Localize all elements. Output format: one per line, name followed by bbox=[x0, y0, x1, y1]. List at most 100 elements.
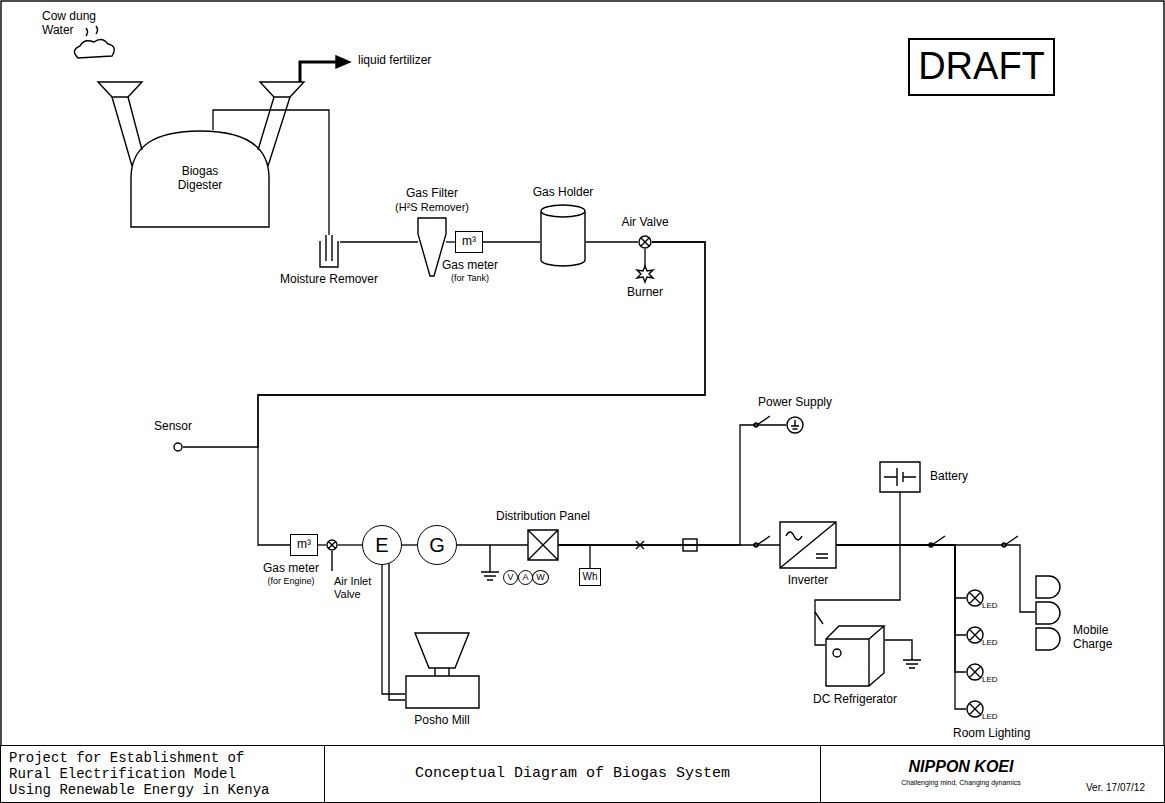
component-label: Gas Filter bbox=[406, 187, 458, 201]
refrigerator-symbol-outline bbox=[825, 625, 885, 687]
valve-symbol: Air Valve bbox=[638, 235, 652, 249]
moisture-trap-path bbox=[320, 235, 338, 267]
valve-symbol: Air Inlet Valve bbox=[326, 539, 338, 551]
gas-holder: Gas Holder bbox=[540, 204, 586, 268]
component-label: Gas Holder bbox=[533, 186, 594, 200]
component-label: Battery bbox=[930, 470, 968, 484]
led-lamp-path bbox=[967, 590, 983, 606]
ground-symbol bbox=[481, 545, 499, 580]
shape-text: V bbox=[507, 572, 513, 582]
valve-stem bbox=[331, 551, 332, 571]
battery-symbol: Battery bbox=[880, 462, 920, 492]
gas-holder-outline bbox=[540, 204, 586, 268]
pipe-or-wire bbox=[815, 545, 900, 645]
component-label: LED bbox=[982, 601, 998, 610]
inverter-symbol: Inverter bbox=[780, 522, 836, 568]
battery-symbol-path bbox=[880, 462, 920, 492]
battery-symbol-outline bbox=[880, 462, 920, 492]
led-lamp: LED bbox=[966, 663, 984, 681]
pipe-or-wire bbox=[836, 545, 966, 598]
shape-text: Wh bbox=[583, 571, 598, 583]
valve-symbol-path bbox=[327, 540, 337, 550]
component-label: Air Inlet Valve bbox=[334, 575, 376, 600]
pipe-or-wire bbox=[558, 545, 590, 568]
hopper bbox=[98, 82, 304, 97]
pipe-or-wire bbox=[836, 545, 1035, 612]
pipe-or-wire bbox=[340, 241, 418, 242]
component-label: Burner bbox=[627, 286, 663, 300]
gas-filter-path bbox=[418, 218, 446, 276]
component-label: Mobile Charge bbox=[1073, 624, 1123, 652]
led-lamp-path bbox=[967, 701, 983, 717]
component-label: Air Valve bbox=[621, 216, 668, 230]
component-label: Moisture Remover bbox=[280, 273, 378, 287]
led-lamp: LED bbox=[966, 626, 984, 644]
led-lamp-outline bbox=[966, 626, 984, 644]
component-label: Sensor bbox=[154, 420, 192, 434]
valve-symbol-outline bbox=[326, 539, 338, 551]
moisture-trap-outline bbox=[318, 235, 340, 268]
pipe-or-wire bbox=[836, 492, 900, 545]
component-label: NIPPON KOEI bbox=[909, 758, 1014, 776]
mill-symbol-path bbox=[406, 633, 479, 708]
burner-symbol-path bbox=[637, 266, 653, 282]
component-label: LED bbox=[982, 638, 998, 647]
component-label: Posho Mill bbox=[414, 714, 469, 728]
shape-text: A bbox=[522, 572, 528, 582]
led-lamp-outline bbox=[966, 589, 984, 607]
valve-symbol-path bbox=[639, 236, 651, 248]
pipe-or-wire bbox=[483, 241, 540, 242]
pipe-or-wire bbox=[836, 545, 966, 709]
shape-text: Biogas Digester bbox=[168, 165, 232, 193]
component-label: Ver. 17/07/12 bbox=[1086, 782, 1145, 794]
panel-symbol: Distribution Panel bbox=[528, 530, 558, 560]
fertilizer-arrowhead bbox=[336, 56, 350, 68]
component-label: Inverter bbox=[788, 574, 829, 588]
component-label: Gas meter bbox=[263, 562, 319, 576]
outlet-symbol: Mobile Charge bbox=[1035, 574, 1063, 652]
component-label: Project for Establishment of Rural Elect… bbox=[9, 750, 279, 798]
led-lamp: LED bbox=[966, 700, 984, 718]
shape-text: Conceptual Diagram of Biogas System bbox=[415, 765, 730, 782]
panel-symbol-path bbox=[528, 530, 558, 560]
component-label: (for Engine) bbox=[267, 576, 314, 586]
gas-holder-path bbox=[541, 205, 585, 266]
belt-line bbox=[389, 563, 405, 700]
pipe-or-wire bbox=[338, 544, 362, 545]
pipe-or-wire bbox=[586, 241, 638, 242]
shape-text: m³ bbox=[462, 235, 476, 249]
power-supply-symbol-outline bbox=[786, 416, 804, 434]
component-label: (H²S Remover) bbox=[395, 201, 469, 214]
digester-dome-path bbox=[131, 131, 269, 227]
title-cell: Conceptual Diagram of Biogas System bbox=[324, 745, 821, 803]
pipe-or-wire bbox=[183, 242, 705, 447]
pipe-or-wire bbox=[446, 241, 455, 242]
dung-heap bbox=[74, 39, 114, 58]
refrigerator-symbol: DC Refrigerator bbox=[825, 625, 885, 687]
gas-meter: m³Gas meter(for Engine) bbox=[290, 534, 318, 556]
burner-symbol-outline bbox=[637, 266, 653, 282]
pipe-or-wire bbox=[644, 249, 645, 266]
sensor-symbol: Sensor bbox=[173, 442, 183, 452]
free-label: liquid fertilizer bbox=[358, 54, 431, 68]
mill-symbol-outline bbox=[405, 632, 480, 710]
pipe-or-wire bbox=[258, 242, 705, 545]
free-label: Cow dung bbox=[42, 10, 96, 24]
led-lamp: LED bbox=[966, 589, 984, 607]
component-label: DC Refrigerator bbox=[813, 693, 897, 707]
burner-symbol: Burner bbox=[637, 266, 653, 282]
inverter-symbol-outline bbox=[780, 522, 836, 568]
outlet-symbol-path bbox=[1036, 576, 1060, 650]
meter-circle: W bbox=[532, 570, 549, 585]
pipe-or-wire bbox=[402, 544, 417, 545]
pipe-or-wire bbox=[318, 544, 326, 545]
generator-circle: G bbox=[417, 525, 457, 565]
valve-symbol-outline bbox=[638, 235, 652, 249]
meter-circle: A bbox=[518, 570, 533, 585]
shape-text: W bbox=[536, 572, 545, 582]
meter-circle: V bbox=[503, 570, 518, 585]
pipe-or-wire bbox=[836, 545, 966, 672]
gas-meter: m³Gas meter(for Tank) bbox=[455, 231, 483, 253]
led-lamp-outline bbox=[966, 700, 984, 718]
